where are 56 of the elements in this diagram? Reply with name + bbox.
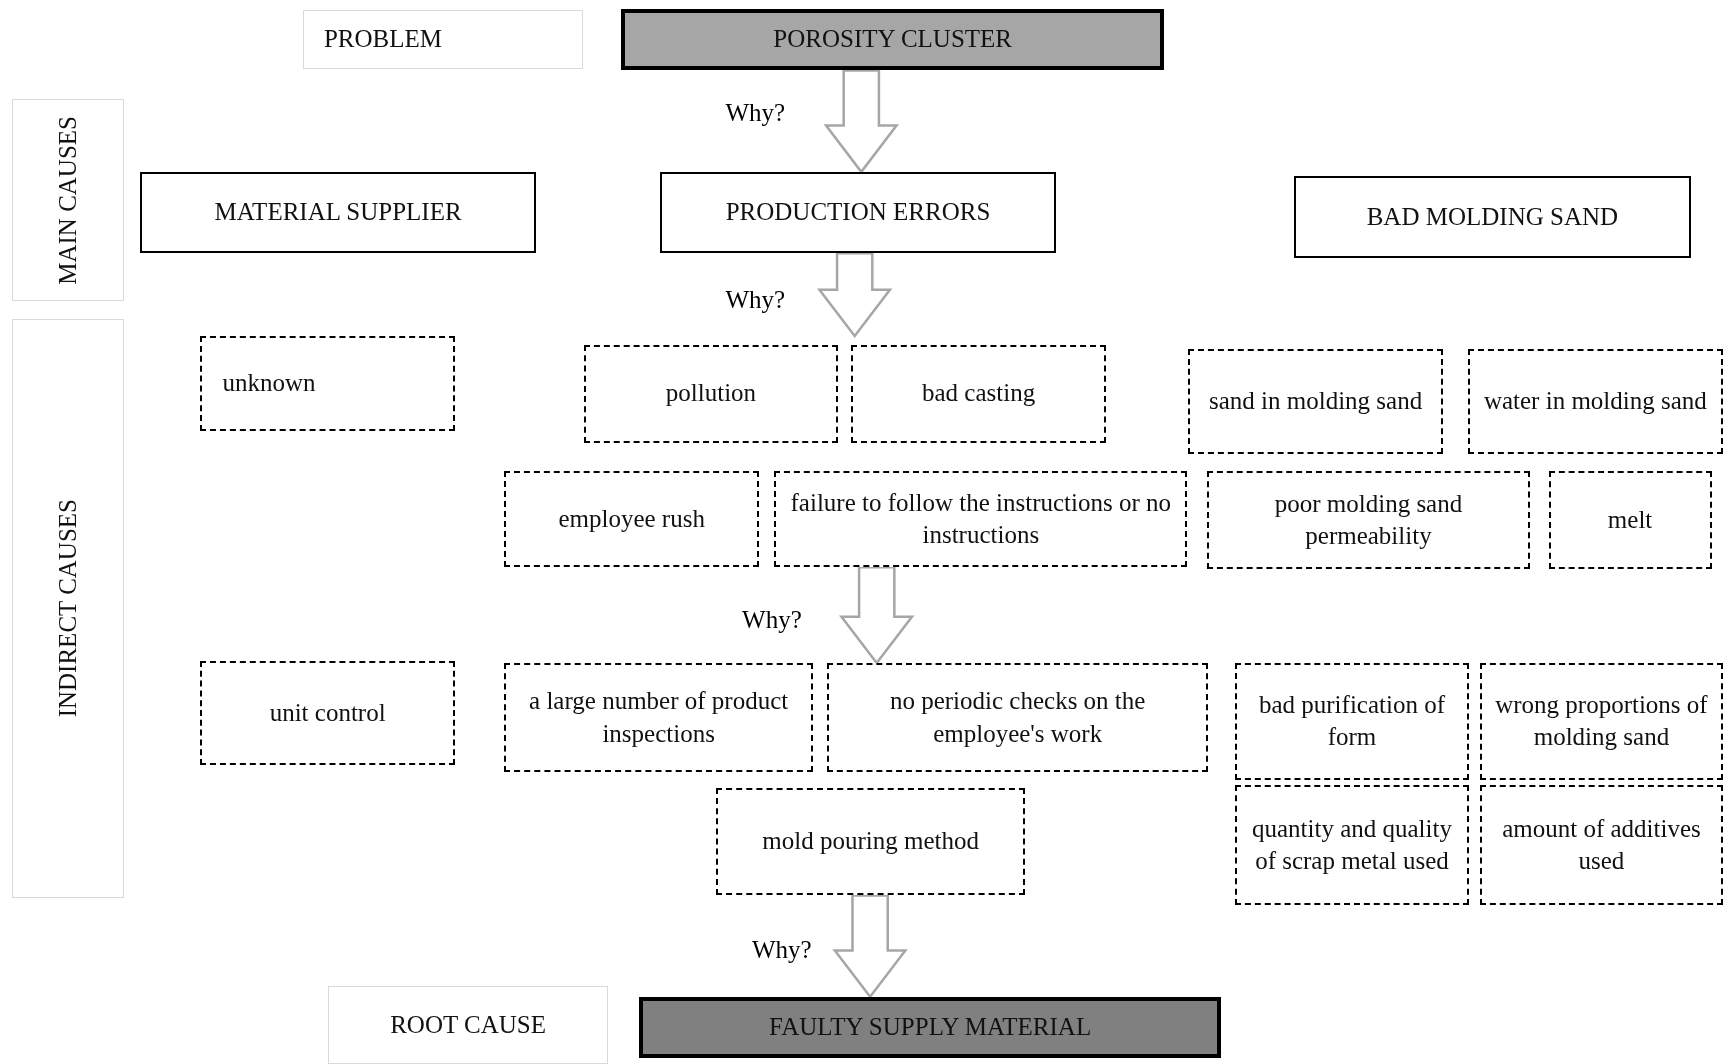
cause-box [715,787,1026,896]
node-text: a large number of product inspections [528,686,790,749]
node-text: failure to follow the instructions or no instructions [789,487,1173,551]
node-text: PRODUCTION ERRORS [725,197,991,228]
cause-box [583,344,839,443]
node-text: INDIRECT CAUSES [53,499,82,718]
cause-box [1234,785,1470,906]
cause-box [1468,349,1723,454]
block-arrow [816,252,893,338]
row-heading-box [12,319,125,898]
node-text: wrong proportions of molding sand [1494,689,1709,753]
node-text: unknown [222,368,316,399]
node-text: BAD MOLDING SAND [1366,201,1619,232]
node-text: no periodic checks on the employee's work [888,686,1147,749]
row-heading-box [302,9,583,70]
node-text: amount of additives used [1501,813,1702,877]
node-text: bad casting [922,378,1036,409]
node-text: FAULTY SUPPLY MATERIAL [769,1012,1092,1043]
cause-box [1480,663,1723,780]
cause-box [774,471,1188,568]
cause-box [1480,785,1723,906]
row-heading-box [12,99,125,301]
cause-box [200,660,455,766]
main-cause-box [659,171,1057,254]
row-heading-box [328,985,608,1064]
node-text: pollution [665,378,757,409]
node-text: MATERIAL SUPPLIER [214,197,462,228]
node-text: unit control [269,697,386,728]
block-arrow [832,894,908,999]
node-text: sand in molding sand [1209,386,1423,417]
cause-box [504,663,813,773]
cause-box [1188,349,1443,454]
node-text: employee rush [558,504,705,535]
cause-box [827,663,1209,773]
node-text: MAIN CAUSES [53,115,82,285]
node-text: water in molding sand [1483,386,1707,417]
cause-box [200,335,455,431]
main-cause-box [139,171,537,254]
node-text: quantity and quality of scrap metal used [1251,813,1453,877]
node-text: melt [1607,505,1653,536]
block-arrow [823,69,900,174]
node-text: ROOT CAUSE [390,1009,546,1040]
root-cause-box [638,996,1222,1059]
node-text: POROSITY CLUSTER [773,24,1012,55]
node-text: bad purification of form [1257,689,1446,753]
block-arrow [838,565,915,666]
cause-box [1234,663,1470,780]
node-text: mold pouring method [762,826,979,857]
cause-box [504,471,759,568]
main-cause-box [1294,176,1691,258]
problem-box [621,8,1165,71]
node-text: PROBLEM [323,24,442,55]
cause-box [1207,471,1530,570]
cause-box [1548,471,1712,570]
node-text: poor molding sand permeability [1273,488,1464,552]
cause-box [851,344,1106,443]
